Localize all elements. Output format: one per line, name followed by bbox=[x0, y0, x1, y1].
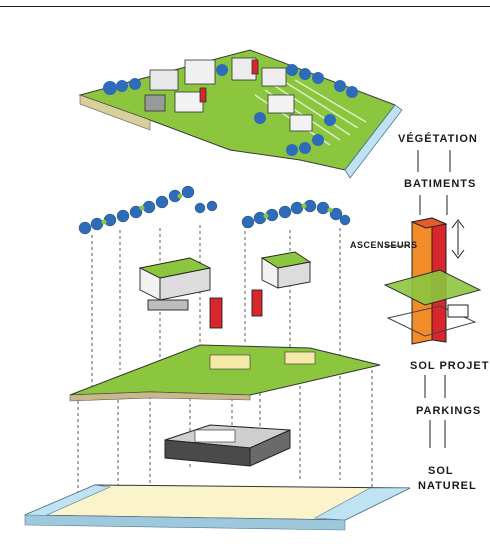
label-sol-projet: SOL PROJET bbox=[410, 360, 490, 372]
parking-layer bbox=[164, 424, 291, 467]
buildings-layer bbox=[138, 251, 312, 329]
label-vegetation: VÉGÉTATION bbox=[398, 133, 478, 145]
label-batiments: BATIMENTS bbox=[404, 178, 477, 190]
top-buildings bbox=[144, 57, 313, 132]
sol-naturel-layer bbox=[23, 484, 411, 531]
top-rule bbox=[0, 6, 490, 7]
vegetation-highlights bbox=[101, 193, 333, 225]
label-naturel: NATUREL bbox=[418, 480, 477, 492]
legend-tower bbox=[383, 217, 482, 345]
legend-arrows bbox=[417, 150, 465, 448]
vegetation-layer bbox=[78, 185, 351, 235]
label-parkings: PARKINGS bbox=[416, 405, 482, 417]
sol-projet-layer bbox=[69, 344, 381, 402]
assembled-site-view bbox=[78, 49, 403, 179]
label-ascenseurs: ASCENSEURS bbox=[350, 240, 418, 250]
label-sol: SOL bbox=[428, 465, 454, 477]
top-trees bbox=[103, 64, 358, 156]
